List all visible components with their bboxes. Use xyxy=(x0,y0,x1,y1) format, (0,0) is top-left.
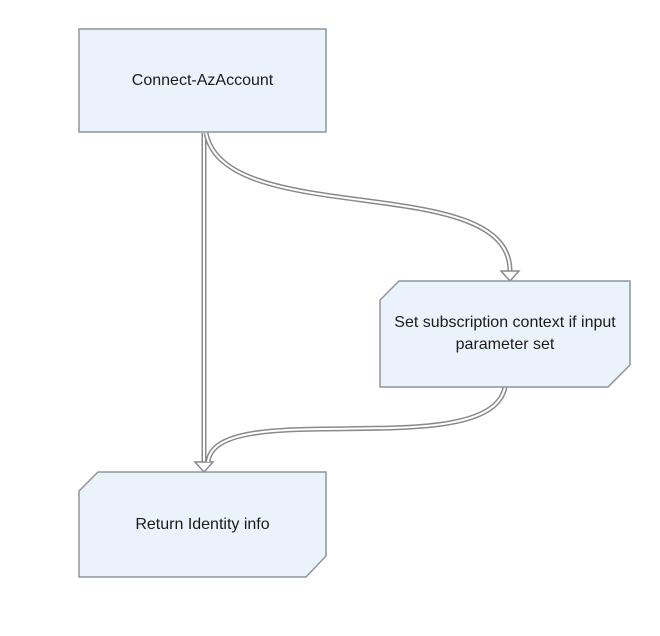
link-connect-to-identity[interactable] xyxy=(193,133,215,474)
link-subscription-to-identity[interactable] xyxy=(205,386,508,463)
node-set-subscription-context[interactable] xyxy=(379,280,631,388)
link-connect-to-subscription[interactable] xyxy=(203,132,521,283)
node-return-identity-info[interactable] xyxy=(78,471,327,578)
node-connect-azaccount[interactable] xyxy=(78,28,327,133)
arrowhead-icon xyxy=(499,270,521,283)
arrowhead-icon xyxy=(193,461,215,474)
